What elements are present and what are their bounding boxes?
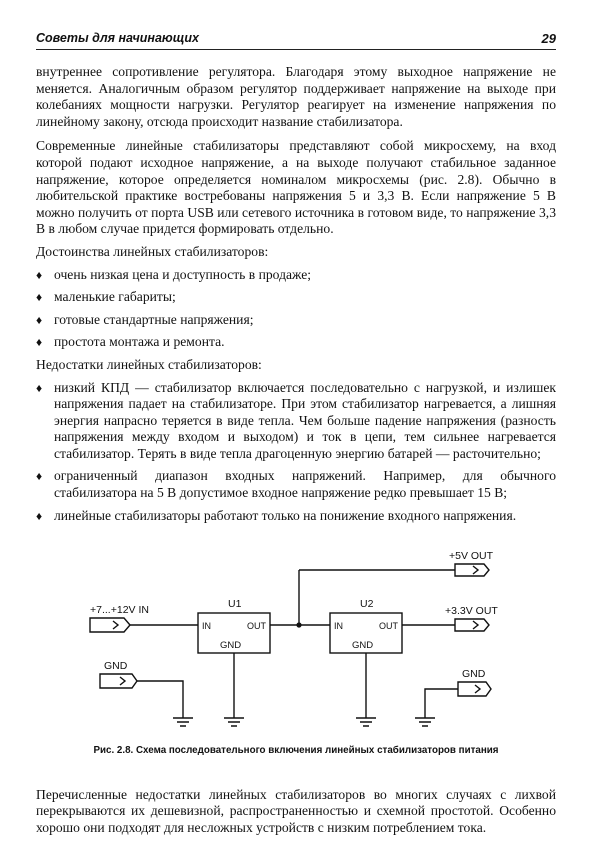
- list-item: ♦ готовые стандартные напряжения;: [36, 312, 556, 329]
- closing-paragraph: Перечисленные недостатки линейных стабил…: [36, 786, 556, 836]
- list-item-text: простота монтажа и ремонта.: [54, 334, 225, 350]
- list-item-text: ограниченный диапазон входных напряжений…: [54, 468, 556, 501]
- out-5v-connector-icon: [454, 563, 490, 577]
- label-u1: U1: [228, 598, 242, 610]
- u1-pin-out: OUT: [247, 621, 267, 631]
- gnd-left-connector-icon: [99, 673, 138, 689]
- list-item: ♦ линейные стабилизаторы работают только …: [36, 508, 556, 525]
- label-gnd-left: GND: [104, 660, 128, 672]
- gnd-right-connector-icon: [457, 681, 492, 697]
- ground-symbol-icon: [224, 717, 244, 727]
- ground-symbol-icon: [415, 717, 435, 727]
- chapter-title: Советы для начинающих: [36, 31, 199, 45]
- label-out-3v3: +3.3V OUT: [445, 605, 498, 617]
- label-gnd-right: GND: [462, 668, 486, 680]
- paragraph: внутреннее сопротивление регулятора. Бла…: [36, 64, 556, 129]
- list-item-text: маленькие габариты;: [54, 289, 176, 305]
- u1-pin-in: IN: [202, 621, 211, 631]
- u2-pin-gnd: GND: [352, 640, 373, 651]
- out-3v3-connector-icon: [454, 618, 490, 632]
- diamond-bullet-icon: ♦: [36, 335, 43, 350]
- advantages-heading: Достоинства линейных стабилизаторов:: [36, 243, 269, 259]
- input-connector-icon: [89, 617, 131, 633]
- u2-pin-out: OUT: [379, 621, 399, 631]
- junction-dot: [296, 622, 302, 628]
- paragraph: Современные линейные стабилизаторы предс…: [36, 138, 556, 237]
- diamond-bullet-icon: ♦: [36, 508, 43, 523]
- diamond-bullet-icon: ♦: [36, 290, 43, 305]
- list-item-text: готовые стандартные напряжения;: [54, 311, 254, 327]
- page-number: 29: [541, 31, 556, 46]
- list-item: ♦ очень низкая цена и доступность в прода…: [36, 267, 556, 284]
- list-item-text: низкий КПД — стабилизатор включается пос…: [54, 379, 556, 461]
- diamond-bullet-icon: ♦: [36, 312, 43, 327]
- list-item: ♦ простота монтажа и ремонта.: [36, 334, 556, 351]
- u1-pin-gnd: GND: [220, 640, 241, 651]
- figure-caption: Рис. 2.8. Схема последовательного включе…: [93, 745, 499, 756]
- disadvantages-heading: Недостатки линейных стабилизаторов:: [36, 356, 262, 372]
- label-u2: U2: [360, 598, 374, 610]
- u2-pin-in: IN: [334, 621, 343, 631]
- list-item: ♦ низкий КПД — стабилизатор включается по…: [36, 380, 556, 463]
- schematic-svg: +7...+12V IN +5V OUT +3.3V OUT GND GND U…: [89, 550, 498, 727]
- list-item: ♦ маленькие габариты;: [36, 289, 556, 306]
- wire: [137, 680, 184, 718]
- diamond-bullet-icon: ♦: [36, 267, 43, 282]
- running-header: Советы для начинающих 29: [36, 29, 556, 50]
- list-item-text: очень низкая цена и доступность в продаж…: [54, 266, 312, 282]
- diamond-bullet-icon: ♦: [36, 469, 43, 484]
- diamond-bullet-icon: ♦: [36, 380, 43, 395]
- advantages-list: ♦ очень низкая цена и доступность в прода…: [36, 267, 556, 351]
- label-input: +7...+12V IN: [90, 604, 149, 616]
- ground-symbol-icon: [173, 717, 193, 727]
- body-text: внутреннее сопротивление регулятора. Бла…: [36, 64, 556, 530]
- label-out-5v: +5V OUT: [449, 550, 494, 562]
- ground-symbol-icon: [356, 717, 376, 727]
- circuit-diagram: +7...+12V IN +5V OUT +3.3V OUT GND GND U…: [70, 546, 550, 746]
- wire: [424, 688, 458, 718]
- list-item-text: линейные стабилизаторы работают только н…: [54, 507, 517, 523]
- disadvantages-list: ♦ низкий КПД — стабилизатор включается по…: [36, 380, 556, 525]
- list-item: ♦ ограниченный диапазон входных напряжени…: [36, 468, 556, 501]
